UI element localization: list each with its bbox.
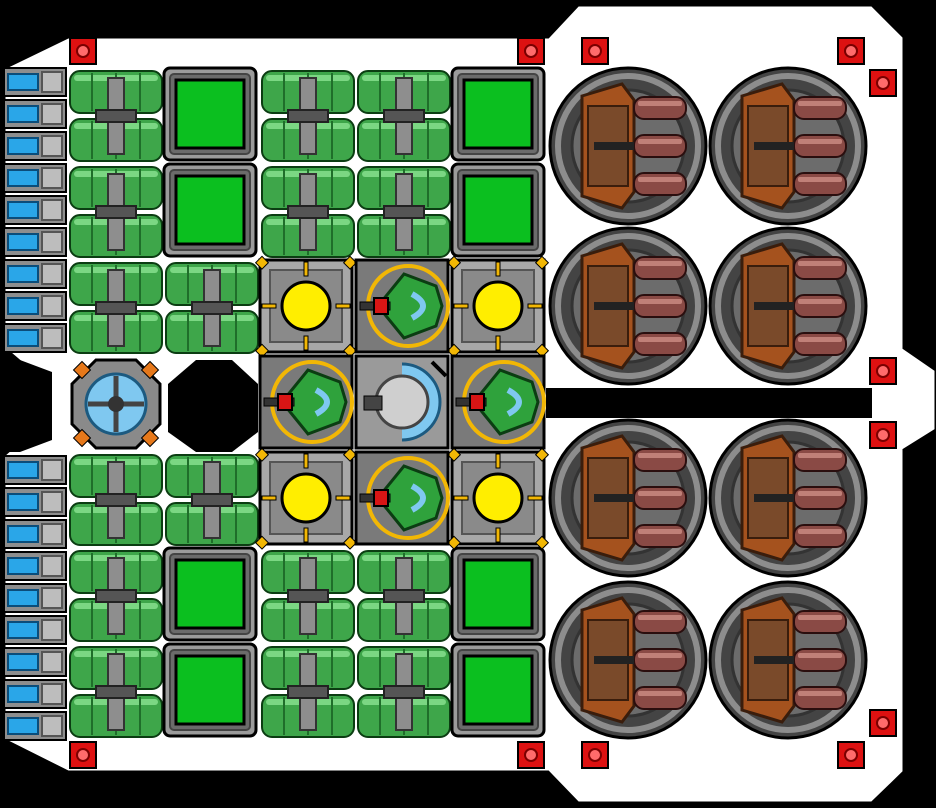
battery-icon[interactable]	[3, 647, 67, 677]
warning-light-icon	[837, 37, 865, 65]
reactor-panel-icon[interactable]	[450, 162, 546, 258]
fuel-tank-icon	[357, 166, 451, 258]
battery-icon[interactable]	[3, 195, 67, 225]
warning-light-icon	[869, 69, 897, 97]
fuel-tank-icon	[357, 70, 451, 162]
fuel-tank-icon	[261, 70, 355, 162]
reactor-panel-icon[interactable]	[450, 546, 546, 642]
gyroscope-icon[interactable]	[354, 354, 450, 450]
power-core-icon[interactable]	[254, 255, 358, 358]
battery-icon[interactable]	[3, 259, 67, 289]
battery-icon[interactable]	[3, 679, 67, 709]
warning-light-icon	[517, 741, 545, 769]
engine-icon	[548, 226, 708, 386]
warning-light-icon	[581, 37, 609, 65]
engine-icon	[548, 418, 708, 578]
battery-icon[interactable]	[3, 131, 67, 161]
warning-light-icon	[837, 741, 865, 769]
warning-light-icon	[869, 709, 897, 737]
battery-icon[interactable]	[3, 551, 67, 581]
fuel-tank-icon	[261, 646, 355, 738]
engine-icon	[708, 66, 868, 226]
battery-icon[interactable]	[3, 615, 67, 645]
power-core-icon[interactable]	[254, 447, 358, 550]
battery-icon[interactable]	[3, 67, 67, 97]
reactor-panel-icon[interactable]	[162, 162, 258, 258]
hull-notch-left	[0, 360, 52, 452]
reactor-panel-icon[interactable]	[450, 66, 546, 162]
battery-icon[interactable]	[3, 519, 67, 549]
warning-light-icon	[869, 421, 897, 449]
warning-light-icon	[869, 357, 897, 385]
engine-icon	[548, 580, 708, 740]
fuel-tank-icon	[69, 454, 163, 546]
battery-icon[interactable]	[3, 487, 67, 517]
fuel-tank-icon	[69, 550, 163, 642]
laser-turret-icon[interactable]	[450, 354, 546, 450]
hull-channel	[546, 388, 872, 418]
reactor-panel-icon[interactable]	[162, 642, 258, 738]
warning-light-icon	[581, 741, 609, 769]
fuel-tank-icon	[357, 550, 451, 642]
fuel-tank-icon	[261, 550, 355, 642]
engine-icon	[708, 580, 868, 740]
fuel-tank-icon	[69, 166, 163, 258]
power-core-icon[interactable]	[446, 447, 550, 550]
reactor-panel-icon[interactable]	[450, 642, 546, 738]
laser-turret-icon[interactable]	[354, 258, 450, 354]
hull-notch-center	[168, 360, 258, 452]
warning-light-icon	[69, 741, 97, 769]
battery-icon[interactable]	[3, 711, 67, 741]
engine-icon	[548, 66, 708, 226]
fuel-tank-icon	[69, 262, 163, 354]
battery-icon[interactable]	[3, 163, 67, 193]
engine-icon	[708, 226, 868, 386]
battery-icon[interactable]	[3, 99, 67, 129]
fuel-tank-icon	[261, 166, 355, 258]
fuel-tank-icon	[357, 646, 451, 738]
battery-icon[interactable]	[3, 227, 67, 257]
laser-turret-icon[interactable]	[258, 354, 354, 450]
fuel-tank-icon	[165, 262, 259, 354]
battery-icon[interactable]	[3, 323, 67, 353]
engine-icon	[708, 418, 868, 578]
fuel-tank-icon	[165, 454, 259, 546]
battery-icon[interactable]	[3, 455, 67, 485]
battery-icon[interactable]	[3, 583, 67, 613]
fuel-tank-icon	[69, 646, 163, 738]
reactor-panel-icon[interactable]	[162, 66, 258, 162]
warning-light-icon	[69, 37, 97, 65]
laser-turret-icon[interactable]	[354, 450, 450, 546]
reactor-panel-icon[interactable]	[162, 546, 258, 642]
command-pod-icon[interactable]	[70, 358, 162, 450]
battery-icon[interactable]	[3, 291, 67, 321]
fuel-tank-icon	[69, 70, 163, 162]
warning-light-icon	[517, 37, 545, 65]
power-core-icon[interactable]	[446, 255, 550, 358]
